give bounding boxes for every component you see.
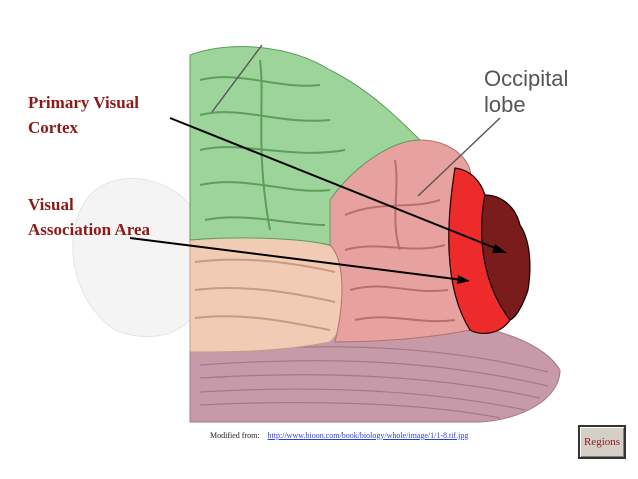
visual-association-arrow bbox=[129, 237, 470, 284]
visual-association-area-label: Visual Association Area bbox=[28, 195, 150, 239]
image-credit: Modified from: http://www.bioon.com/book… bbox=[210, 431, 468, 440]
regions-button[interactable]: Regions bbox=[578, 425, 626, 459]
occipital-pointer-line bbox=[417, 117, 501, 197]
primary-visual-cortex bbox=[481, 194, 531, 321]
primary-visual-cortex-arrow bbox=[169, 117, 507, 253]
credit-link[interactable]: http://www.bioon.com/book/biology/whole/… bbox=[267, 431, 469, 440]
frontal-region bbox=[189, 46, 422, 246]
pointer-line-top bbox=[211, 44, 263, 113]
occipital-lobe-label: Occipital lobe bbox=[484, 66, 569, 117]
primary-visual-cortex-label: Primary Visual Cortex bbox=[28, 93, 139, 137]
credit-prefix: Modified from: bbox=[210, 431, 260, 440]
faded-brain-background bbox=[72, 177, 191, 338]
